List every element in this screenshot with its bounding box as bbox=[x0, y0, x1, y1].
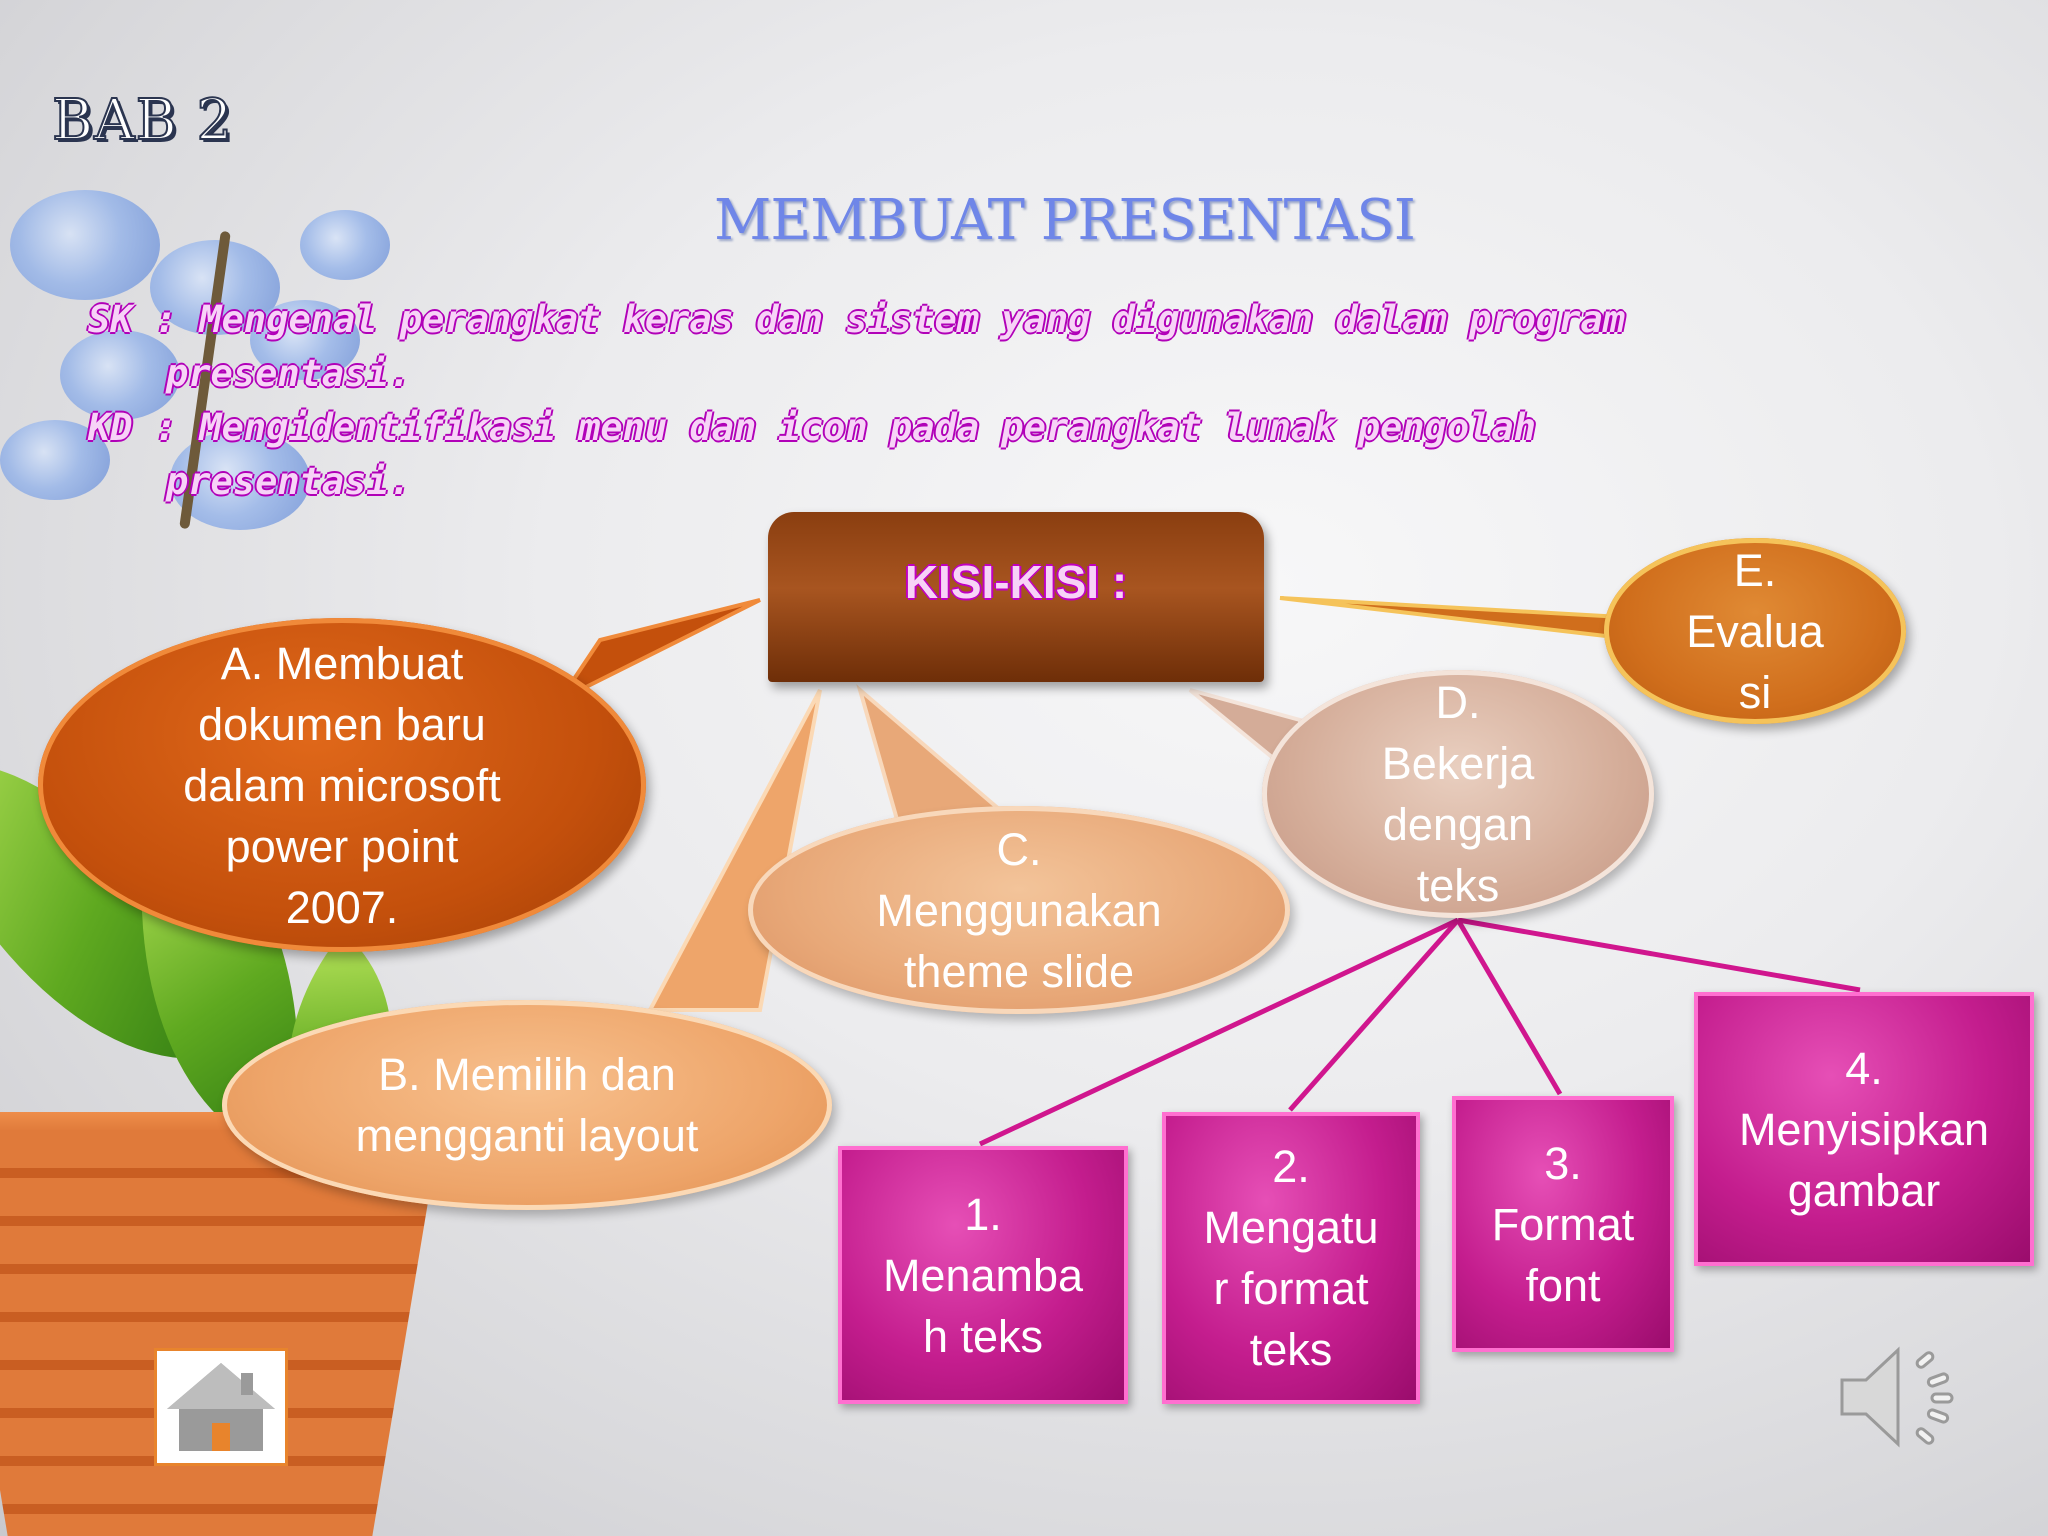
sub-item-3-line: Format bbox=[1491, 1198, 1635, 1250]
sub-item-4-line: 4. bbox=[1845, 1042, 1883, 1094]
bubble-d-line: dengan bbox=[1382, 799, 1534, 850]
sub-item-3-line: font bbox=[1525, 1259, 1601, 1311]
bubble-b: B. Memilih dan mengganti layout bbox=[222, 1000, 832, 1210]
bubble-c-line: Menggunakan bbox=[876, 884, 1162, 936]
kisi-kisi-label: KISI-KISI : bbox=[904, 556, 1128, 608]
home-button[interactable] bbox=[154, 1348, 288, 1466]
bubble-c-line: theme slide bbox=[903, 945, 1135, 997]
sub-item-4: 4. Menyisipkan gambar bbox=[1694, 992, 2034, 1266]
bubble-c-line: C. bbox=[996, 823, 1042, 875]
sub-item-2-line: teks bbox=[1249, 1324, 1333, 1375]
sub-item-3-line: 3. bbox=[1544, 1137, 1582, 1189]
bubble-c: C. Menggunakan theme slide bbox=[748, 806, 1290, 1014]
speaker-icon[interactable] bbox=[1836, 1336, 1966, 1458]
page-title: MEMBUAT PRESENTASI bbox=[714, 188, 1416, 253]
bubble-d-line: Bekerja bbox=[1381, 738, 1535, 789]
sub-item-4-line: Menyisipkan bbox=[1738, 1103, 1990, 1155]
bubble-a-line: dalam microsoft bbox=[183, 759, 501, 811]
bubble-a: A. Membuat dokumen baru dalam microsoft … bbox=[38, 618, 646, 952]
bubble-a-line: 2007. bbox=[285, 881, 399, 933]
sk-line-1: SK : Mengenal perangkat keras dan sistem… bbox=[88, 298, 1626, 341]
bubble-e-line: Evalua bbox=[1686, 605, 1824, 657]
sub-item-1-line: 1. bbox=[964, 1188, 1002, 1240]
sk-line-2: presentasi. bbox=[166, 352, 412, 395]
kd-line-1: KD : Mengidentifikasi menu dan icon pada… bbox=[88, 406, 1536, 449]
chapter-label: BAB 2 bbox=[51, 87, 234, 154]
bubble-a-line: A. Membuat bbox=[220, 637, 464, 689]
sub-item-2: 2. Mengatu r format teks bbox=[1162, 1112, 1420, 1404]
sub-item-2-line: 2. bbox=[1272, 1141, 1310, 1192]
sub-item-4-line: gambar bbox=[1787, 1164, 1941, 1216]
sub-item-2-line: r format bbox=[1213, 1263, 1369, 1314]
bubble-e: E. Evalua si bbox=[1604, 538, 1906, 724]
kd-line-2: presentasi. bbox=[166, 460, 412, 503]
sub-item-3: 3. Format font bbox=[1452, 1096, 1674, 1352]
bubble-b-line: mengganti layout bbox=[355, 1110, 699, 1161]
kisi-kisi-box: KISI-KISI : bbox=[768, 512, 1264, 682]
bubble-d-line: teks bbox=[1416, 860, 1500, 911]
sub-item-2-line: Mengatu bbox=[1203, 1202, 1379, 1253]
bubble-d-line: D. bbox=[1435, 677, 1481, 728]
home-icon bbox=[167, 1363, 275, 1451]
sub-item-1: 1. Menamba h teks bbox=[838, 1146, 1128, 1404]
bubble-d: D. Bekerja dengan teks bbox=[1262, 670, 1654, 918]
bubble-e-line: E. bbox=[1733, 544, 1777, 596]
bubble-e-line: si bbox=[1738, 666, 1772, 718]
sub-item-1-line: h teks bbox=[922, 1310, 1044, 1362]
bubble-a-line: power point bbox=[225, 820, 459, 872]
bubble-a-line: dokumen baru bbox=[198, 698, 486, 750]
sub-item-1-line: Menamba bbox=[882, 1249, 1084, 1301]
bubble-b-line: B. Memilih dan bbox=[378, 1049, 676, 1100]
